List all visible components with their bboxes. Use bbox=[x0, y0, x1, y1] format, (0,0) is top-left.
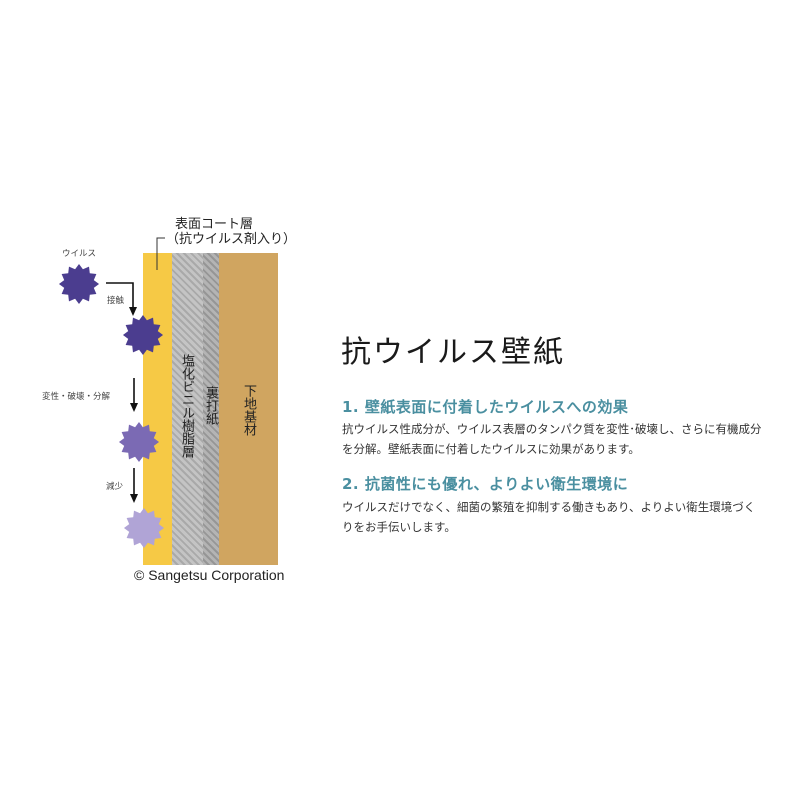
backing-paper-layer bbox=[203, 253, 219, 565]
step-decrease-label: 減少 bbox=[106, 482, 124, 492]
decrease-arrow-icon bbox=[130, 468, 138, 503]
base-material-layer bbox=[219, 253, 278, 565]
page-title: 抗ウイルス壁紙 bbox=[341, 335, 565, 370]
virus-reduced-icon bbox=[123, 507, 165, 549]
virus-label: ウイルス bbox=[62, 249, 97, 259]
surface-coat-callout-line1: 表面コート層 bbox=[175, 217, 254, 232]
section-2-heading: 2. 抗菌性にも優れ、よりよい衛生環境に bbox=[342, 475, 629, 493]
section-1-heading: 1. 壁紙表面に付着したウイルスへの効果 bbox=[342, 398, 629, 416]
step-contact-label: 接触 bbox=[107, 296, 125, 306]
section-2-body: ウイルスだけでなく、細菌の繁殖を抑制する働きもあり、よりよい衛生環境づくりをお手… bbox=[342, 500, 756, 534]
base-material-label: 下地基材 bbox=[241, 384, 256, 436]
virus-contact-icon bbox=[122, 314, 164, 356]
callout-leader-line bbox=[156, 237, 165, 270]
denature-arrow-icon bbox=[130, 378, 138, 412]
virus-icon bbox=[58, 263, 100, 305]
copyright-text: © Sangetsu Corporation bbox=[134, 567, 285, 583]
step-denature-label: 変性・破壊・分解 bbox=[42, 392, 111, 402]
virus-denatured-icon bbox=[118, 421, 160, 463]
pvc-resin-label: 塩化ビニル樹脂層 bbox=[179, 354, 194, 458]
contact-arrow-icon bbox=[106, 282, 137, 316]
surface-coat-layer bbox=[143, 253, 172, 565]
pvc-resin-layer bbox=[172, 253, 203, 565]
backing-paper-label: 裏打紙 bbox=[203, 386, 218, 425]
section-1-body: 抗ウイルス性成分が、ウイルス表層のタンパク質を変性･破壊し、さらに有機成分を分解… bbox=[342, 422, 762, 456]
surface-coat-callout-line2: （抗ウイルス剤入り） bbox=[166, 232, 297, 247]
